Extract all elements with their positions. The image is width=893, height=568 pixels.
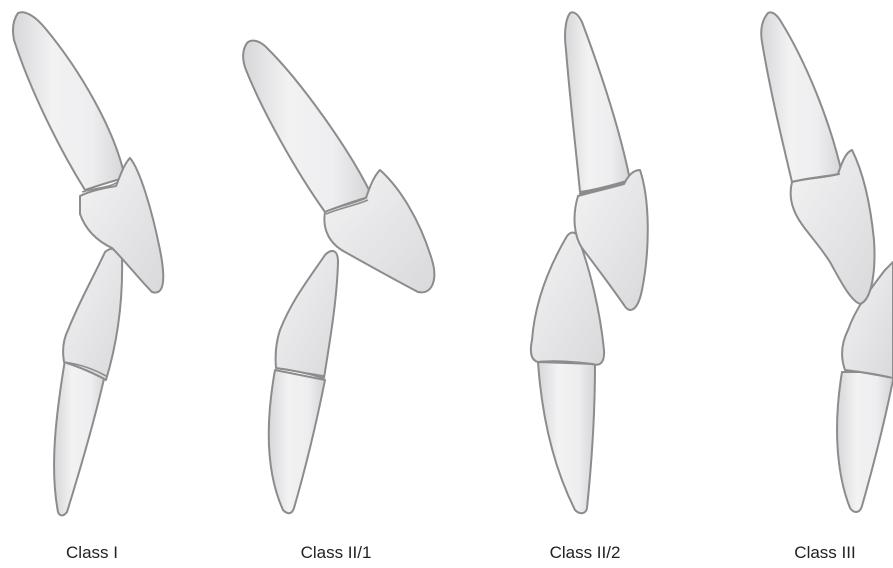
class-3-upper-incisor — [761, 12, 874, 304]
caption-class-3: Class III — [745, 543, 893, 563]
class-2-2-lower-incisor — [531, 233, 604, 514]
class-1-upper-incisor — [13, 12, 163, 292]
class-3-teeth — [761, 12, 893, 512]
class-2-2-teeth — [531, 12, 648, 513]
class-2-1-teeth — [243, 41, 434, 514]
class-2-1-lower-incisor — [269, 251, 338, 513]
caption-class-1: Class I — [12, 543, 172, 563]
class-1-lower-incisor — [54, 249, 122, 516]
caption-class-2-1: Class II/1 — [256, 543, 416, 563]
class-1-teeth — [13, 12, 163, 515]
caption-class-2-2: Class II/2 — [505, 543, 665, 563]
class-2-1-upper-incisor — [243, 41, 434, 293]
